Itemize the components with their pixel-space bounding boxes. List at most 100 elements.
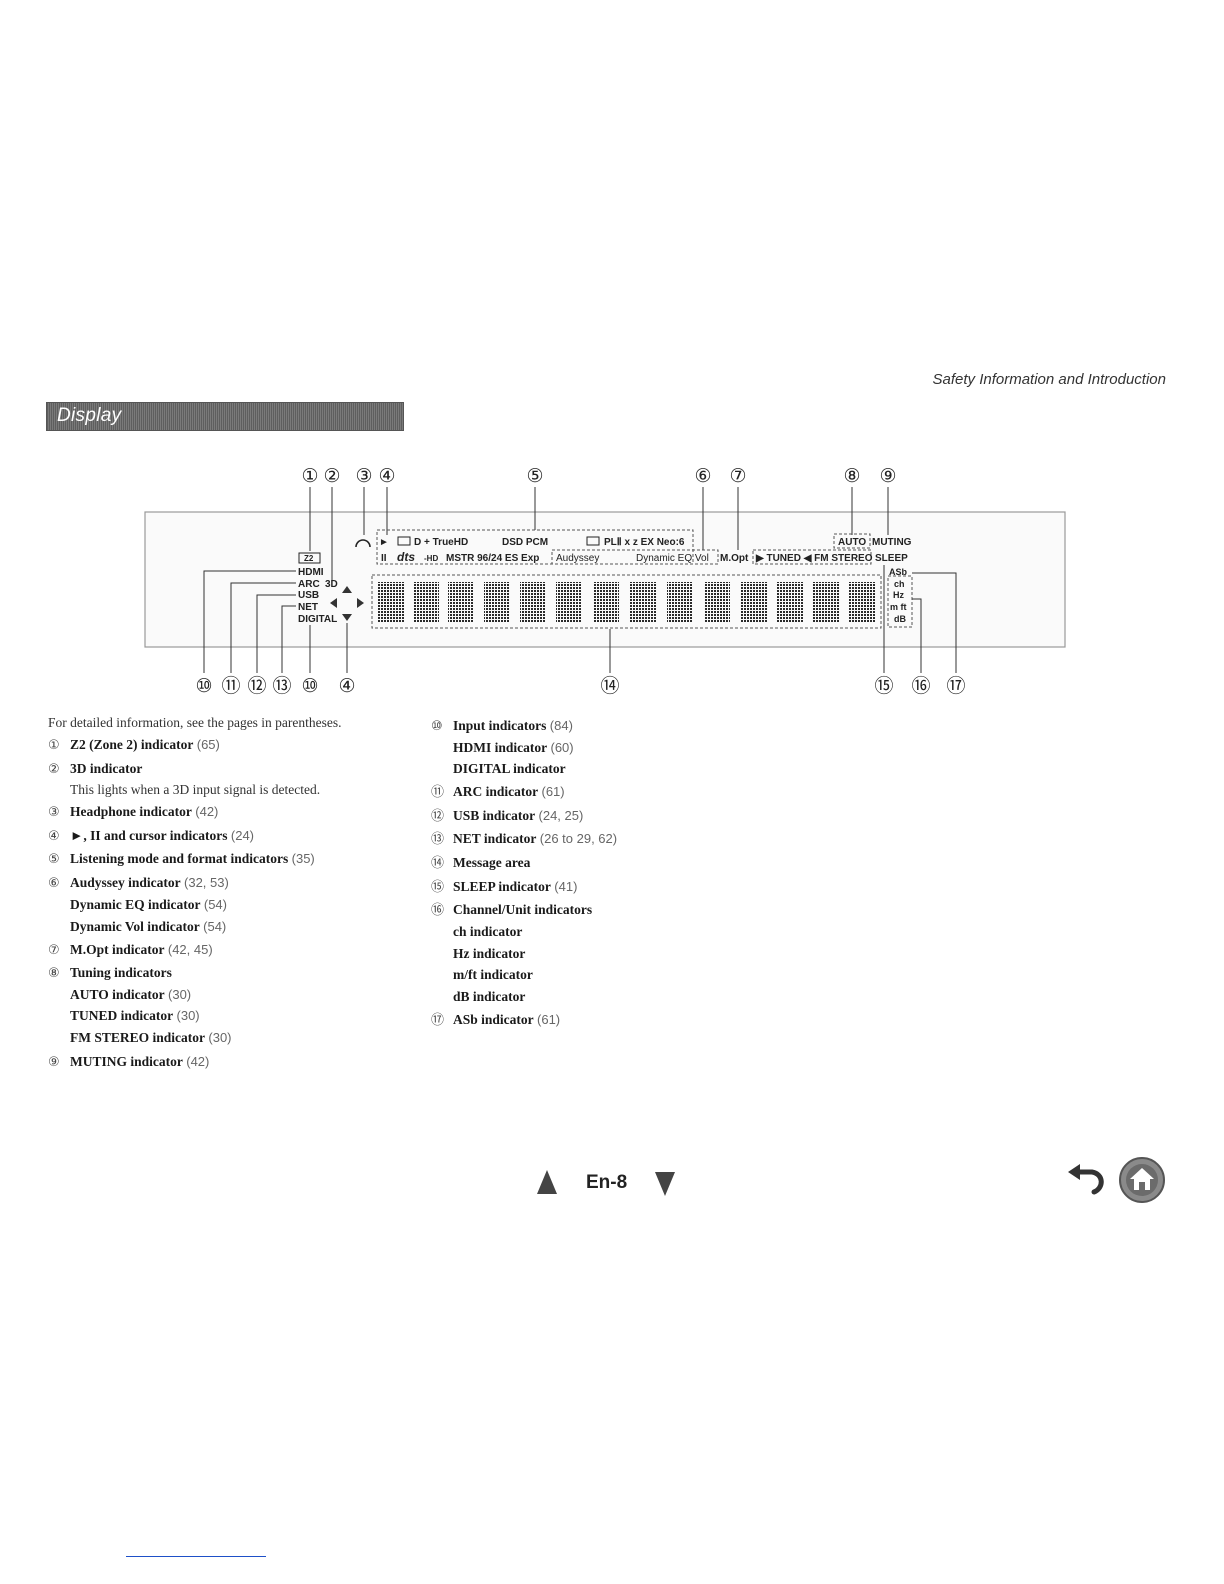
intro-text: For detailed information, see the pages … — [48, 715, 342, 730]
dolby-icon-2 — [586, 536, 600, 546]
list-item: HDMI indicator (60) — [453, 740, 574, 755]
audyssey-indicator: Audyssey — [556, 553, 599, 564]
dolby-truehd-indicator: D + TrueHD — [414, 537, 468, 548]
previous-page-icon[interactable] — [537, 1170, 557, 1194]
display-heading: Display — [46, 402, 404, 431]
hdmi-indicator: HDMI — [298, 567, 324, 578]
callout-7: ⑦ — [729, 465, 746, 487]
muting-indicator: MUTING — [872, 537, 912, 548]
callout-9: ⑨ — [879, 465, 896, 487]
digital-indicator: DIGITAL — [298, 614, 337, 625]
dynamic-eq-vol-indicator: Dynamic EQ Vol — [636, 553, 709, 564]
callout-4: ④ — [378, 465, 395, 487]
callout-17: ⑰ — [946, 675, 965, 697]
callout-16: ⑯ — [911, 675, 930, 697]
usb-indicator: USB — [298, 590, 319, 601]
callout-8: ⑧ — [843, 465, 860, 487]
back-arrow-icon[interactable] — [1064, 1162, 1108, 1202]
next-page-icon[interactable] — [655, 1172, 675, 1196]
list-item: TUNED indicator (30) — [70, 1008, 200, 1023]
list-item: FM STEREO indicator (30) — [70, 1030, 232, 1045]
section-title: Safety Information and Introduction — [932, 371, 1166, 388]
db-indicator: dB — [894, 614, 906, 624]
hz-indicator: Hz — [893, 590, 904, 600]
list-item: AUTO indicator (30) — [70, 987, 192, 1002]
list-item: Dynamic Vol indicator (54) — [70, 919, 227, 934]
display-heading-text: Display — [57, 405, 122, 426]
cursor-right-icon — [357, 598, 364, 608]
display-panel — [144, 511, 1066, 648]
play-indicator: ► — [379, 537, 389, 548]
dts-logo: dts — [397, 550, 415, 564]
message-area — [378, 582, 875, 622]
left-description-list: For detailed information, see the pages … — [48, 716, 428, 1076]
callout-10b: ⑩ — [301, 675, 318, 697]
tuned-fm-indicator: ▶ TUNED ◀ FM STEREO — [755, 553, 873, 564]
list-item: ch indicator — [453, 924, 523, 939]
page-number: En-8 — [586, 1172, 628, 1193]
pl-neo-indicator: PLⅡ x z EX Neo:6 — [604, 537, 685, 548]
dts-hd-logo: -HD — [424, 554, 438, 563]
mstr-indicator: MSTR 96/24 ES Exp — [446, 553, 539, 564]
ch-indicator: ch — [894, 579, 905, 589]
list-item: Hz indicator — [453, 946, 526, 961]
cursor-indicators — [330, 586, 364, 621]
auto-indicator: AUTO — [838, 537, 866, 548]
mopt-indicator: M.Opt — [720, 553, 749, 564]
callout-13: ⑬ — [272, 675, 291, 697]
list-item-note: This lights when a 3D input signal is de… — [70, 782, 321, 797]
arc-indicator: ARC — [298, 579, 320, 590]
sleep-indicator: SLEEP — [875, 553, 908, 564]
page-footer: En-8 — [0, 1157, 1224, 1210]
mft-indicator: m ft — [890, 602, 907, 612]
callout-1: ① — [301, 465, 318, 487]
dsd-pcm-indicator: DSD PCM — [502, 537, 548, 548]
cursor-up-icon — [342, 586, 352, 593]
net-indicator: NET — [298, 602, 318, 613]
cursor-down-icon — [342, 614, 352, 621]
front-display-diagram: ① ② ③ ④ ⑤ ⑥ ⑦ ⑧ ⑨ ► D + TrueHD DSD PCM — [144, 465, 1066, 697]
callout-12: ⑫ — [247, 675, 266, 697]
list-item: DIGITAL indicator — [453, 761, 566, 776]
callout-6: ⑥ — [694, 465, 711, 487]
footer-rule — [126, 1556, 266, 1557]
callout-2: ② — [323, 465, 340, 487]
list-item: m/ft indicator — [453, 967, 533, 982]
list-item: dB indicator — [453, 989, 526, 1004]
home-icon[interactable] — [1118, 1156, 1166, 1204]
z2-box — [298, 552, 321, 564]
list-item: ④►, II and cursor indicators (24) — [48, 828, 255, 844]
callout-5: ⑤ — [526, 465, 543, 487]
callout-14: ⑭ — [600, 675, 619, 697]
callout-11: ⑪ — [221, 675, 240, 697]
dolby-icon — [397, 536, 411, 546]
cursor-left-icon — [330, 598, 337, 608]
pause-indicator: II — [381, 553, 387, 564]
headphone-icon — [355, 539, 371, 548]
callout-10a: ⑩ — [195, 675, 212, 697]
callout-3: ③ — [355, 465, 372, 487]
asb-indicator: ASb — [889, 567, 908, 577]
callout-15: ⑮ — [874, 675, 893, 697]
list-item: Dynamic EQ indicator (54) — [70, 897, 227, 912]
3d-indicator: 3D — [325, 579, 338, 590]
z2-indicator: Z2 — [304, 554, 314, 563]
callout-4b: ④ — [338, 675, 355, 697]
